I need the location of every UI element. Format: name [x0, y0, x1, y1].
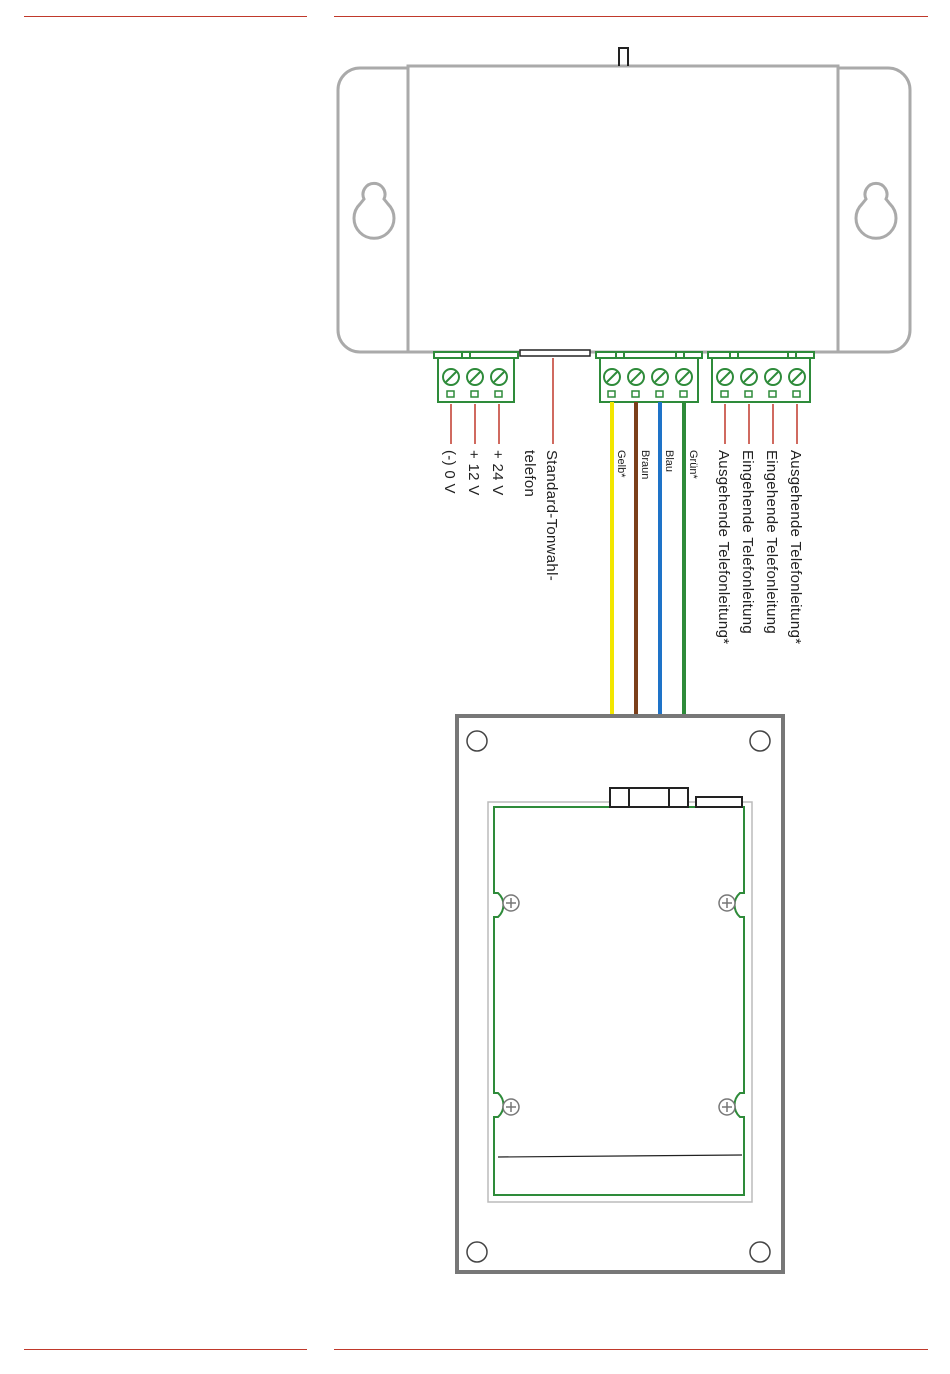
- pcb-connector-small: [696, 797, 742, 807]
- interface-box: [338, 48, 910, 352]
- label-phone-line1: Standard-Tonwahl-: [543, 450, 560, 581]
- label-power-12v: + 12 V: [465, 450, 482, 496]
- label-line-out-b: Ausgehende Telefonleitung*: [715, 450, 732, 644]
- label-power-0v: (-) 0 V: [441, 450, 458, 494]
- terminal-block-phone-lines: [708, 352, 814, 402]
- keyhole-icon: [856, 183, 896, 238]
- phillips-screw-icon: [503, 895, 519, 911]
- pcb-board: [494, 807, 744, 1195]
- mount-hole-top-right: [750, 731, 770, 751]
- mount-hole-top-left: [467, 731, 487, 751]
- pcb-wire-connector: [610, 788, 688, 807]
- phillips-screw-icon: [719, 1099, 735, 1115]
- antenna-stub: [619, 48, 628, 66]
- label-phone-line2: telefon: [521, 450, 538, 497]
- keypad-panel: [457, 716, 783, 1272]
- label-line-out-a: Ausgehende Telefonleitung*: [787, 450, 804, 644]
- terminal-block-keypad: [596, 352, 702, 402]
- phillips-screw-icon: [503, 1099, 519, 1115]
- mount-hole-bottom-left: [467, 1242, 487, 1262]
- label-line-in-b: Eingehende Telefonleitung: [739, 450, 756, 634]
- terminal-block-power: [434, 352, 518, 402]
- label-wire-braun: Braun: [639, 450, 651, 479]
- keyhole-icon: [354, 183, 394, 238]
- mount-hole-bottom-right: [750, 1242, 770, 1262]
- phillips-screw-icon: [719, 895, 735, 911]
- label-power-24v: + 24 V: [489, 450, 506, 496]
- label-wire-blau: Blau: [663, 450, 675, 472]
- label-wire-gelb: Gelb*: [615, 450, 627, 478]
- phone-socket-slot: [520, 350, 590, 356]
- housing-body: [408, 66, 838, 352]
- label-line-in-a: Eingehende Telefonleitung: [763, 450, 780, 634]
- label-wire-gruen: Grün*: [687, 450, 699, 479]
